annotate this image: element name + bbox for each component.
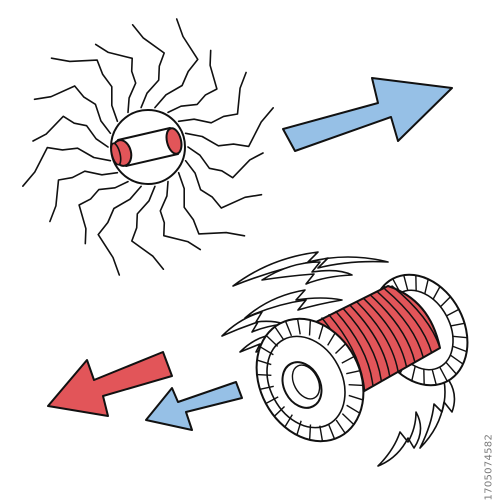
flange-tooth	[335, 419, 346, 434]
flange-tooth	[308, 424, 312, 440]
winding-line	[335, 310, 374, 386]
red-arrow-left-icon	[47, 351, 173, 417]
field-line	[22, 146, 112, 187]
field-line	[78, 180, 129, 245]
flange-tooth	[327, 423, 336, 440]
field-line	[97, 185, 142, 276]
flange-tooth	[296, 318, 301, 335]
field-line	[184, 159, 263, 209]
field-line	[177, 171, 246, 237]
flange-tooth	[450, 322, 465, 327]
winding-line	[391, 285, 441, 349]
flange-tooth	[265, 334, 279, 347]
flange-tooth	[445, 361, 457, 375]
flange-tooth	[334, 343, 347, 354]
flange-tooth	[259, 346, 274, 356]
winding-line	[363, 298, 408, 368]
flange-tooth	[256, 359, 272, 366]
winding-line	[342, 307, 382, 381]
flange-tooth	[449, 354, 464, 365]
winding-line	[370, 294, 416, 363]
flange-tooth	[452, 335, 468, 339]
winding-line	[349, 304, 391, 377]
field-line	[49, 170, 119, 223]
flange-tooth	[284, 320, 293, 337]
winding-line	[356, 301, 399, 372]
magnet-in-field-icon	[22, 18, 274, 276]
flange-tooth	[341, 413, 355, 426]
flange-tooth	[446, 308, 460, 317]
flange-tooth	[431, 369, 437, 385]
flange-tooth	[341, 355, 355, 364]
flange-tooth	[284, 414, 293, 428]
blue-arrow-left-icon	[145, 381, 243, 431]
flange-tooth	[308, 320, 312, 336]
flange-tooth	[274, 326, 285, 341]
flange-tooth	[403, 275, 409, 291]
flange-tooth	[256, 373, 272, 376]
flange-tooth	[452, 345, 467, 353]
flange-tooth	[318, 324, 324, 340]
field-line	[184, 107, 274, 148]
blue-arrow-right-icon	[282, 77, 453, 152]
field-line	[33, 85, 112, 135]
magnet-red-end-right	[165, 127, 183, 155]
flange-tooth	[439, 296, 451, 308]
flange-tooth	[432, 286, 441, 300]
magnetic-field-lines	[22, 18, 274, 276]
field-line	[94, 43, 137, 114]
flange-tooth	[259, 385, 274, 390]
flange-tooth	[348, 384, 364, 387]
winding-line	[377, 291, 424, 358]
flange-tooth	[411, 366, 416, 381]
field-line	[167, 49, 218, 114]
flange-tooth	[273, 406, 286, 417]
flange-tooth	[296, 420, 302, 436]
field-line	[50, 57, 119, 123]
field-line	[32, 115, 109, 148]
coil-spool-icon	[221, 251, 469, 467]
field-line	[159, 180, 202, 251]
flange-tooth	[439, 366, 448, 382]
flange-tooth	[346, 404, 361, 414]
field-line	[187, 146, 264, 179]
flange-tooth	[319, 425, 324, 442]
field-line	[131, 185, 165, 270]
field-line	[131, 24, 165, 109]
winding-line	[384, 288, 433, 354]
flange-tooth	[265, 396, 279, 405]
field-line	[154, 18, 199, 109]
flange-tooth	[346, 370, 361, 375]
flange-tooth	[327, 332, 336, 346]
flange-tooth	[348, 394, 364, 401]
field-line	[177, 71, 247, 124]
flange-tooth	[424, 279, 429, 294]
